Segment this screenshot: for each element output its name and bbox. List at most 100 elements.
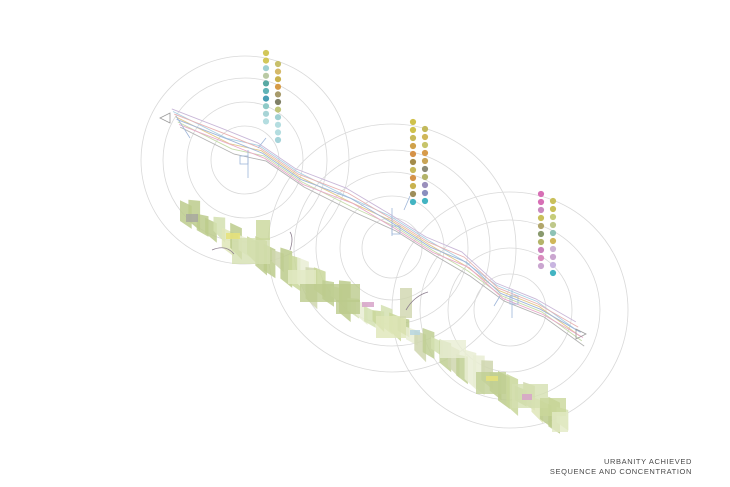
cluster-dot [421, 149, 429, 157]
cluster-dot [274, 129, 282, 136]
terrain-strip [180, 199, 569, 434]
terrain-block [300, 284, 360, 302]
cluster-dot [549, 197, 557, 205]
station-connector [403, 195, 411, 211]
cluster-dot [409, 118, 417, 126]
cluster-dot [421, 165, 429, 173]
trail-mark [289, 231, 293, 251]
cluster-dot [409, 126, 417, 134]
cluster-dot [274, 136, 282, 144]
ring-2-0 [473, 273, 547, 347]
cluster-dot [537, 230, 545, 238]
station-connector [175, 115, 191, 139]
cluster-dot [421, 133, 429, 141]
cluster-dot [549, 245, 557, 253]
transit-line [171, 108, 577, 323]
trail-mark [405, 291, 429, 311]
terrain-accent [362, 302, 374, 307]
station-marker [509, 295, 519, 305]
cluster-dot [549, 213, 557, 221]
cluster-dot [274, 121, 282, 128]
terrain-block [336, 300, 360, 314]
station-connector [257, 137, 267, 149]
cluster-dot [549, 269, 557, 277]
terrain-accent [410, 330, 420, 335]
terrain-accent [186, 214, 198, 222]
cluster-dot [274, 98, 282, 106]
cluster-dot [421, 125, 429, 133]
cluster-dot [262, 87, 270, 95]
cluster-dot [409, 182, 417, 190]
cluster-dot [409, 166, 417, 174]
cluster-dot [549, 261, 557, 269]
cluster-dot [421, 189, 429, 197]
terrain-accent [226, 233, 240, 239]
cluster-dot [274, 83, 282, 90]
cluster-dot [537, 246, 545, 254]
dot-cluster-center [409, 118, 429, 206]
cluster-dot [409, 142, 417, 150]
terrain-accent [486, 376, 498, 381]
cluster-dot [409, 198, 417, 206]
cluster-dot [262, 72, 270, 79]
cluster-dot [537, 238, 545, 246]
cluster-dot [549, 253, 557, 261]
trail-mark [211, 247, 235, 255]
cluster-dot [549, 221, 557, 229]
terrain-block [440, 340, 466, 358]
ring-0-0 [210, 125, 280, 195]
cluster-dot [549, 237, 557, 245]
cluster-dot [274, 60, 282, 68]
ring-2-2 [419, 219, 601, 401]
cluster-dot [274, 76, 282, 83]
terrain-block [476, 372, 506, 394]
ring-1-1 [339, 195, 445, 301]
terrain-block [256, 220, 270, 240]
cluster-dot [262, 80, 270, 87]
cluster-dot [274, 106, 282, 113]
cluster-dot [409, 150, 417, 158]
cluster-dot [409, 134, 417, 142]
cluster-dot [421, 157, 429, 165]
terrain-block [552, 412, 568, 432]
diagram-caption: URBANITY ACHIEVED SEQUENCE AND CONCENTRA… [550, 457, 692, 477]
cluster-dot [274, 68, 282, 75]
cluster-dot [537, 222, 545, 230]
cluster-dot [421, 197, 429, 205]
cluster-dot [421, 141, 429, 149]
arrow-west-icon [159, 112, 171, 124]
caption-title: URBANITY ACHIEVED [604, 457, 692, 466]
terrain-block [540, 398, 566, 416]
terrain-block [400, 288, 412, 318]
transit-line [176, 118, 581, 333]
terrain-patch [422, 328, 435, 359]
cluster-dot [274, 91, 282, 98]
cluster-dot [409, 158, 417, 166]
caption-subtitle: SEQUENCE AND CONCENTRATION [549, 467, 692, 476]
cluster-dot [549, 205, 557, 213]
arrow-east-icon [575, 328, 587, 340]
station-connector [493, 295, 501, 307]
cluster-dot [549, 229, 557, 237]
cluster-dot [537, 198, 545, 206]
cluster-dot [274, 114, 282, 121]
station-marker [239, 155, 249, 165]
cluster-dot [262, 110, 270, 117]
ring-0-1 [186, 101, 304, 219]
cluster-dot [409, 174, 417, 182]
dot-clusters [262, 49, 557, 277]
cluster-dot [262, 57, 270, 64]
cluster-dot [421, 173, 429, 181]
ring-1-3 [293, 149, 491, 347]
terrain-accent [522, 394, 532, 400]
cluster-dot [262, 103, 270, 110]
direction-arrows [159, 112, 587, 340]
ring-2-1 [447, 247, 573, 373]
transit-line [179, 126, 585, 347]
cluster-dot [537, 190, 545, 198]
terrain-block [232, 238, 270, 264]
cluster-dot [537, 262, 545, 270]
transit-line [174, 113, 579, 328]
cluster-dot [262, 65, 270, 72]
station-marker [391, 225, 401, 235]
